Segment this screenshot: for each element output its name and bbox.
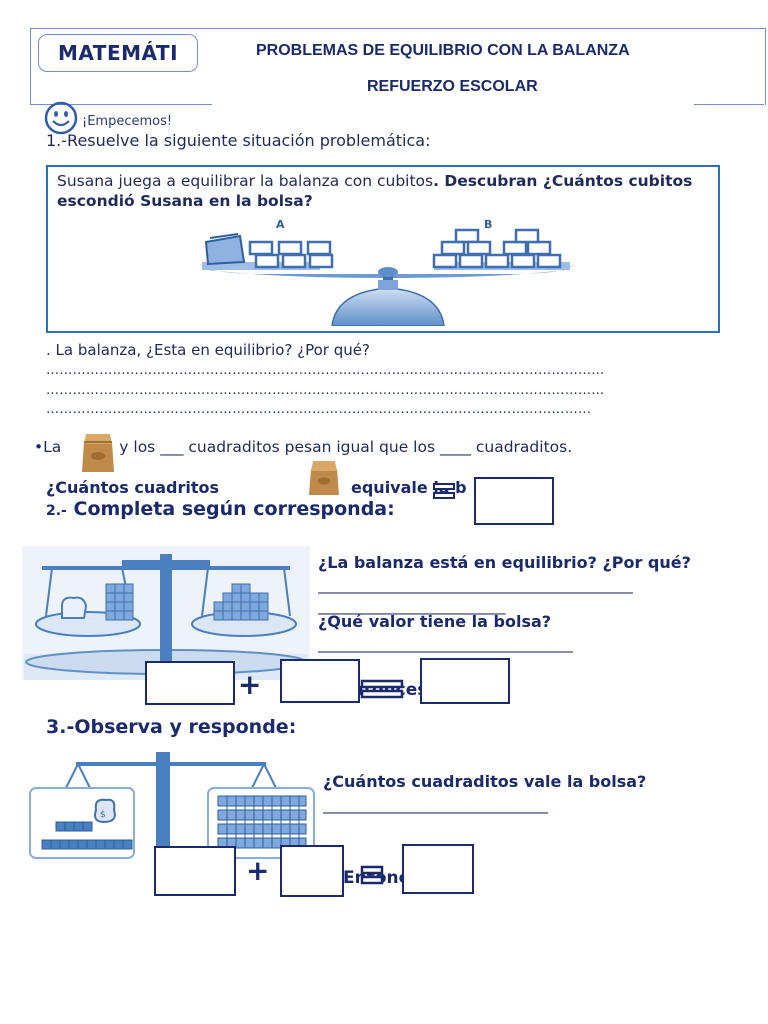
smiley-icon [44,101,78,135]
section3-value-question: ¿Cuántos cuadraditos vale la bolsa? [323,772,647,791]
section3-box-2[interactable] [280,845,344,897]
answer-line-1[interactable]: …………………………………………………………………………………………………………… [46,363,605,378]
answer-box-bag-value[interactable] [474,477,554,525]
header-divider-right [694,104,764,105]
header-divider-left [30,104,212,105]
answer-line-2[interactable]: …………………………………………………………………………………………………………… [46,383,605,398]
section3-box-1[interactable] [154,846,236,896]
paper-bag-icon [309,461,339,495]
answer-line-3[interactable]: …………………………………………………………………………………………………………… [46,402,592,417]
section2-answer-line-3[interactable]: __________________________________ [318,635,573,653]
section2-answer-line-1[interactable]: ________________________________________… [318,576,633,594]
section3-answer-line[interactable]: ______________________________ [323,796,548,814]
paper-bag-icon [82,434,114,472]
header-frame [30,28,766,105]
section2-heading: 2.- Completa según corresponda: [46,498,395,520]
plate-a-label: A [276,218,285,231]
plus-icon: + [238,668,262,701]
count-question-left: ¿Cuántos cuadritos [46,478,219,497]
equals-icon [360,679,404,699]
section2-answer-line-2[interactable]: _________________________ [318,597,506,615]
section3-box-3[interactable] [402,844,474,894]
equals-icon [433,483,455,499]
worksheet-subtitle: REFUERZO ESCOLAR [367,78,538,95]
subject-badge: MATEMÁTI [38,34,198,72]
svg-text:$: $ [100,810,106,820]
plate-b-label: B [484,218,492,231]
balance-scale-ab-illustration: A B [200,218,574,326]
section1-heading: 1.-Resuelve la siguiente situación probl… [46,131,431,150]
section2-box-2[interactable] [280,659,360,703]
section2-balance-question: ¿La balanza está en equilibrio? ¿Por qué… [318,553,691,572]
section2-box-3[interactable] [420,658,510,704]
problem-text: Susana juega a equilibrar la balanza con… [57,172,693,210]
equals-icon [360,865,384,885]
section2-value-question: ¿Qué valor tiene la bolsa? [318,612,552,631]
plus-icon: + [246,854,270,887]
section3-heading: 3.-Observa y responde: [46,716,297,738]
start-label: ¡Empecemos! [82,114,173,129]
balance-question: . La balanza, ¿Esta en equilibrio? ¿Por … [46,341,370,359]
worksheet-title: PROBLEMAS DE EQUILIBRIO CON LA BALANZA [256,42,630,59]
balance-scale-crates-illustration: $ [29,752,315,859]
balance-scale-bag-illustration [22,546,310,680]
section2-box-1[interactable] [145,661,235,705]
problem-box [46,165,720,333]
